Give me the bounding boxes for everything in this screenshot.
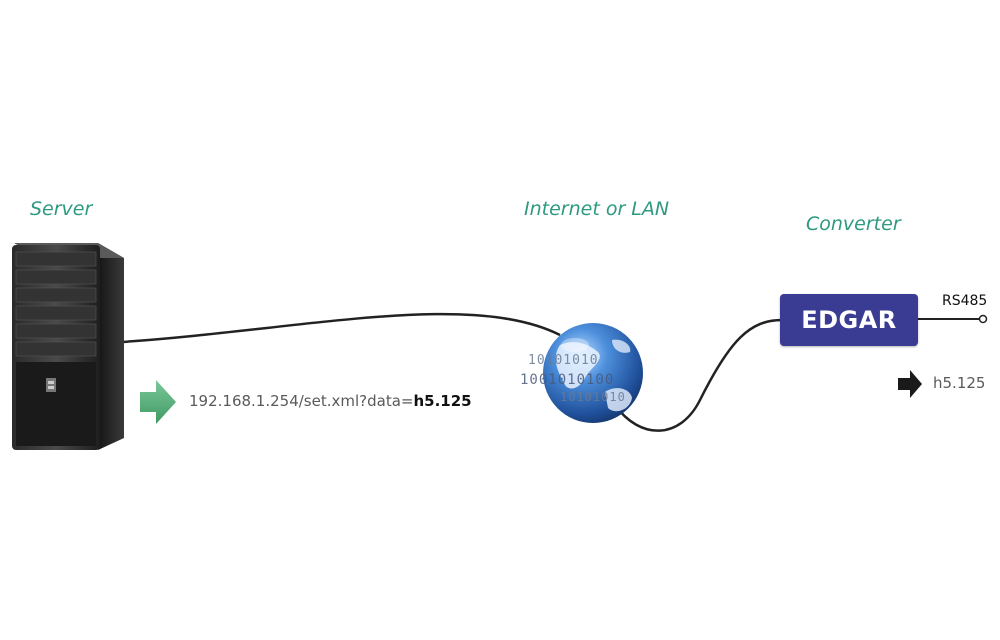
request-url: 192.168.1.254/set.xml?data=h5.125 <box>189 392 472 410</box>
edgar-device: EDGAR <box>780 294 918 346</box>
server-label: Server <box>30 198 93 220</box>
globe-icon <box>543 323 643 423</box>
output-command: h5.125 <box>933 374 986 392</box>
request-url-prefix: 192.168.1.254/set.xml?data= <box>189 392 414 410</box>
arrow-right-icon <box>898 370 922 398</box>
request-command: h5.125 <box>413 392 472 410</box>
cable-server-to-network <box>121 312 561 344</box>
globe-bits-top: 10101010 <box>528 353 599 368</box>
globe-bits-bottom: 10101010 <box>560 390 626 404</box>
arrow-right-icon <box>140 380 176 424</box>
server-tower-icon <box>12 243 124 450</box>
cable-network-to-converter <box>613 318 783 432</box>
rs485-terminal <box>978 314 988 324</box>
network-label: Internet or LAN <box>524 198 670 220</box>
globe-bits-middle: 1001010100 <box>520 372 615 388</box>
converter-label: Converter <box>806 213 901 235</box>
rs485-label: RS485 <box>942 293 988 309</box>
